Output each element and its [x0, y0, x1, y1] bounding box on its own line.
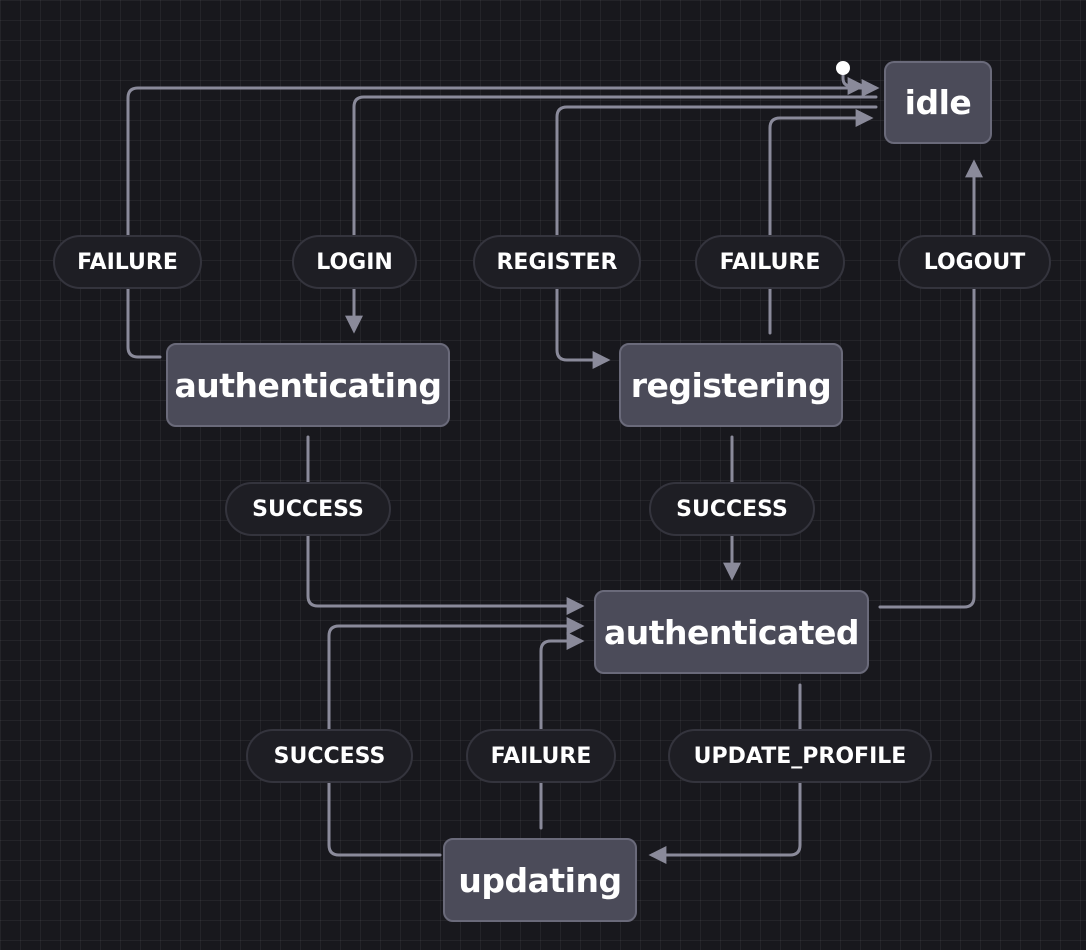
state-authenticated[interactable]: authenticated — [594, 590, 869, 674]
edge-login — [345, 95, 878, 334]
transition-label-login[interactable]: LOGIN — [292, 235, 417, 289]
transition-label-upd-success[interactable]: SUCCESS — [246, 729, 413, 783]
edge-logout — [878, 159, 983, 609]
transition-label-logout[interactable]: LOGOUT — [898, 235, 1051, 289]
edge-reg-failure — [768, 109, 874, 335]
edge-upd-failure — [539, 632, 585, 830]
state-registering[interactable]: registering — [619, 343, 843, 427]
transition-label-register[interactable]: REGISTER — [473, 235, 641, 289]
transition-label-auth-failure[interactable]: FAILURE — [53, 235, 202, 289]
edge-update-profile — [648, 683, 802, 864]
state-idle[interactable]: idle — [884, 61, 992, 144]
edge-register — [555, 105, 878, 369]
state-authenticating[interactable]: authenticating — [166, 343, 450, 427]
edge-auth-success — [306, 435, 585, 615]
state-updating[interactable]: updating — [443, 838, 637, 922]
initial-state-dot — [836, 61, 850, 75]
transition-label-update-profile[interactable]: UPDATE_PROFILE — [668, 729, 932, 783]
transition-label-auth-success[interactable]: SUCCESS — [225, 482, 391, 536]
transition-label-reg-failure[interactable]: FAILURE — [695, 235, 845, 289]
transition-label-reg-success[interactable]: SUCCESS — [649, 482, 815, 536]
edge-auth-failure — [126, 79, 880, 359]
initial-transition-edge — [841, 68, 866, 95]
transition-label-upd-failure[interactable]: FAILURE — [466, 729, 616, 783]
